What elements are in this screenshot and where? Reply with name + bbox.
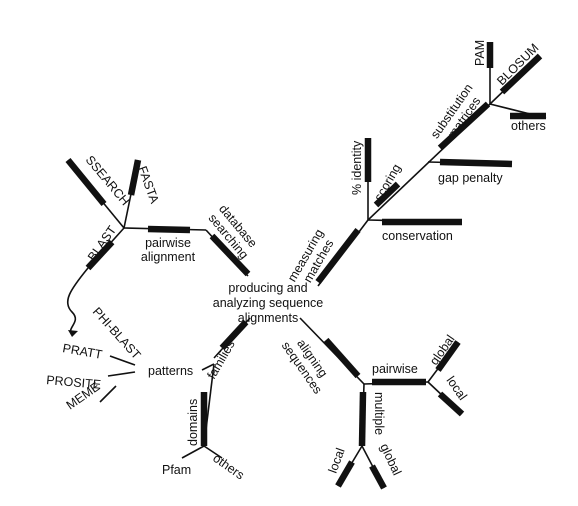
label-domains: domains (186, 399, 200, 446)
bar-multiple-local (335, 460, 355, 488)
link-others-domains (203, 445, 223, 459)
center-line-2: analyzing sequence (213, 296, 324, 310)
label-families: families (204, 338, 237, 382)
bar-ssearch (65, 157, 107, 207)
label-pairwise-alignment-1: pairwise (145, 236, 191, 250)
center-line-1: producing and (228, 281, 307, 295)
bar-pairwise-global (435, 340, 461, 372)
label-blast: BLAST (85, 223, 119, 264)
bar-fasta (127, 159, 142, 196)
bar-blast (85, 239, 115, 271)
families-branch: families patterns PRATT PROSITE MEME dom… (46, 317, 251, 482)
label-others-domains: others (210, 451, 246, 482)
bar-substitution-matrices (437, 101, 491, 151)
bar-measuring-matches (315, 228, 361, 284)
bar-gap-penalty (439, 158, 513, 168)
label-measuring-matches: measuring matches (285, 224, 340, 292)
bar-pairwise-alignment (147, 225, 191, 234)
label-conservation: conservation (382, 229, 453, 243)
label-patterns: patterns (148, 364, 193, 378)
measuring-branch: measuring matches % identity conservatio… (285, 40, 547, 292)
link-meme (99, 385, 117, 403)
label-pairwise: pairwise (372, 362, 418, 376)
label-others-matrices: others (511, 119, 546, 133)
link-prosite (107, 371, 136, 377)
label-pam: PAM (473, 40, 487, 66)
center-line-3: alignments (238, 311, 298, 325)
label-multiple: multiple (372, 392, 386, 435)
bar-blosum (499, 53, 543, 95)
center-label: producing and analyzing sequence alignme… (213, 281, 324, 325)
label-pratt: PRATT (61, 341, 103, 362)
label-pairwise-alignment-2: alignment (141, 250, 196, 264)
label-prosite: PROSITE (46, 373, 102, 392)
label-pfam: Pfam (162, 463, 191, 477)
bar-database-searching (209, 233, 251, 277)
label-ssearch: SSEARCH (83, 153, 133, 208)
bar-multiple-global (369, 464, 387, 490)
label-multiple-global: global (377, 441, 404, 477)
link-blast-to-phiblast (66, 267, 89, 335)
link-pfam (181, 445, 205, 459)
bar-aligning-sequences (323, 337, 361, 379)
bar-scoring (373, 181, 401, 208)
arrow-head (68, 330, 78, 337)
bar-families (219, 319, 249, 351)
link-patterns (201, 363, 215, 371)
label-fasta: FASTA (135, 164, 162, 206)
label-database-searching: database searching (205, 202, 262, 262)
database-branch: database searching pairwise alignment BL… (65, 153, 262, 362)
label-percent-identity: % identity (350, 140, 364, 195)
link-pratt (109, 355, 136, 366)
bar-multiple (358, 391, 367, 447)
bar-pairwise-local (437, 391, 465, 417)
label-gap-penalty: gap penalty (438, 171, 503, 185)
aligning-branch: aligning sequences pairwise global local… (279, 317, 470, 490)
